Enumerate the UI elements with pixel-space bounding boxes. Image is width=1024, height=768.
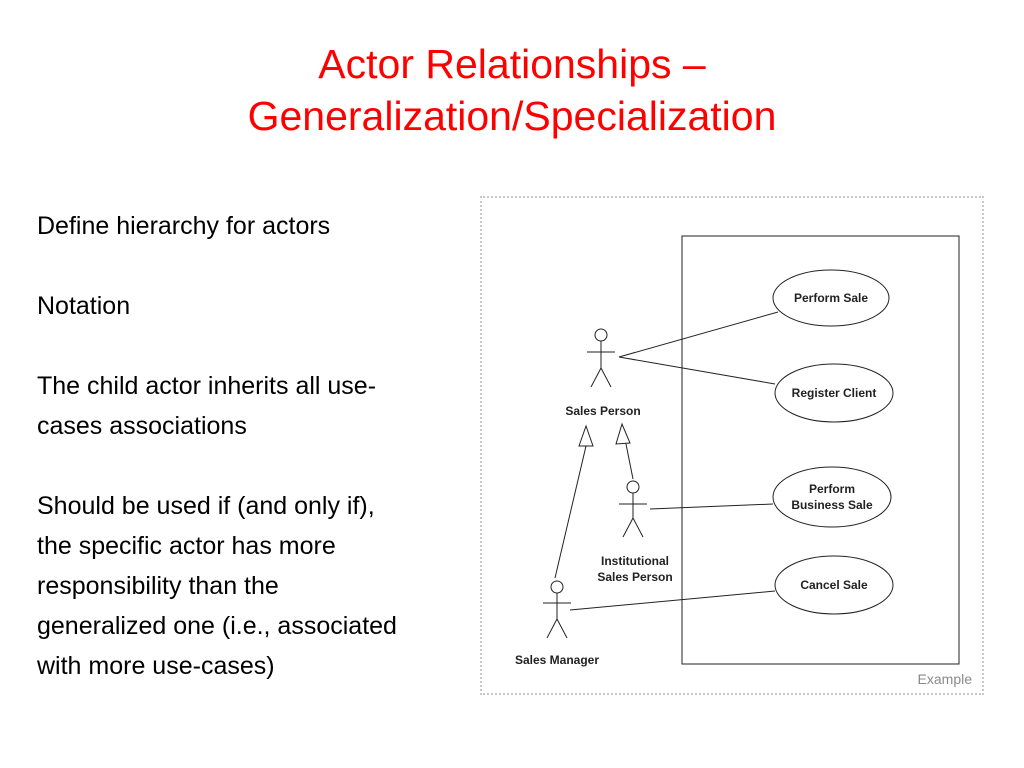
title-line-2: Generalization/Specialization — [247, 93, 777, 139]
slide-title: Actor Relationships – Generalization/Spe… — [0, 38, 1024, 142]
label-sales-person: Sales Person — [565, 404, 640, 418]
use-case-perform-business-sale — [772, 466, 892, 528]
bullet-notation: Notation — [37, 292, 131, 320]
system-boundary — [681, 235, 960, 665]
association-sales-manager-cancel-sale — [569, 590, 776, 611]
generalization-arrowhead — [578, 424, 594, 447]
label-perform-business-sale-1: Perform — [809, 482, 855, 496]
bullet-usage-line-4: generalized one (i.e., associated — [37, 612, 397, 640]
title-line-1: Actor Relationships – — [318, 41, 706, 87]
generalization-institutional-to-sales-person — [625, 443, 634, 480]
bullet-define: Define hierarchy for actors — [37, 212, 331, 240]
association-sales-person-register-client — [618, 356, 776, 385]
generalization-arrowhead — [615, 422, 631, 445]
actor-institutional-sales-person — [619, 480, 647, 538]
bullet-inherits-line-1: The child actor inherits all use- — [37, 372, 377, 400]
bullet-usage-line-3: responsibility than the — [37, 572, 279, 600]
label-register-client: Register Client — [792, 386, 877, 400]
label-institutional-2: Sales Person — [597, 570, 672, 584]
bullet-usage-line-5: with more use-cases) — [37, 652, 275, 680]
use-case-perform-sale — [772, 269, 890, 327]
example-caption: Example — [917, 671, 972, 687]
association-institutional-perform-business-sale — [649, 503, 774, 510]
association-sales-person-perform-sale — [618, 311, 779, 358]
use-case-diagram: Perform Sale Register Client Perform Bus… — [480, 196, 984, 695]
generalization-manager-to-sales-person — [554, 445, 587, 579]
label-perform-business-sale-2: Business Sale — [791, 498, 873, 512]
use-case-register-client — [774, 363, 894, 423]
slide-body: Define hierarchy for actors Notation The… — [37, 206, 469, 686]
actor-sales-person — [587, 328, 615, 388]
actor-sales-manager — [543, 580, 571, 639]
diagram-canvas: Perform Sale Register Client Perform Bus… — [515, 235, 960, 667]
bullet-usage-line-2: the specific actor has more — [37, 532, 336, 560]
label-cancel-sale: Cancel Sale — [800, 578, 868, 592]
label-perform-sale: Perform Sale — [794, 291, 868, 305]
label-sales-manager: Sales Manager — [515, 653, 599, 667]
bullet-inherits-line-2: cases associations — [37, 412, 247, 440]
label-institutional-1: Institutional — [601, 554, 669, 568]
use-case-cancel-sale — [774, 555, 894, 615]
bullet-usage-line-1: Should be used if (and only if), — [37, 492, 375, 520]
